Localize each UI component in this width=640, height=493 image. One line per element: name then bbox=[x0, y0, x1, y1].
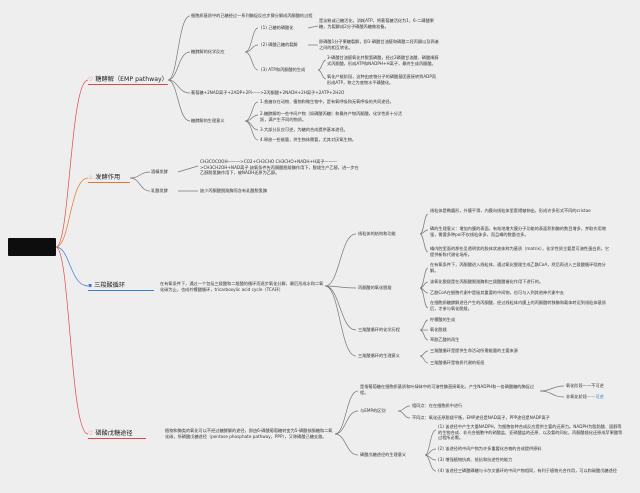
tca-node-1-point-2: 磷的生理意义：增加内膜的表面，有效地增大膜分子功能的表面积和酶的数目增多，并取作… bbox=[430, 226, 606, 237]
topic-glycolysis[interactable]: ♡ 糖酵解（EMP pathway） bbox=[88, 76, 168, 84]
topic-tca-title: 三羧酸循环 bbox=[94, 282, 126, 289]
meaning-1: 1.普遍存在动物、植物和微生物中，是有氧呼吸和无氧呼吸的共同途径。 bbox=[260, 99, 394, 104]
stage-2-text: 即磷酸1分子果糖裂解，即1-磷酸甘油醛和磷酸二羟丙酮以及两者之间的相互转化。 bbox=[319, 39, 439, 50]
stage-2-label: (2) 磷酸己糖的裂解 bbox=[261, 42, 298, 47]
tca-node-2: 丙酮酸的氧化脱羧 bbox=[358, 285, 392, 290]
topic-fermentation-title: 发酵作用 bbox=[95, 174, 121, 181]
ppp-phase-1: 相同点：在在细胞质中进行 bbox=[412, 403, 463, 408]
tca-node-2-point-4: 在细胞质糖酵解途径产生的丙酮酸，经过线粒体内膜上的丙酮酸转移酶和载体转运到线粒体… bbox=[430, 300, 606, 311]
ppp-meaning-label: 磷酸戊糖途径的生理意义 bbox=[360, 452, 407, 457]
topic-fermentation[interactable]: ♨ 发酵作用 bbox=[88, 174, 120, 182]
ppp-phases-label: 与EMP的区别 bbox=[360, 408, 386, 413]
ppp-definition: 植物和酶类的氧化可以不经过糖酵解的途径，即由6-磷酸葡萄糖转变为5-磷酸核酮糖和… bbox=[165, 428, 333, 439]
glycolysis-stages-label: 糖酵解的化学反应 bbox=[191, 49, 225, 54]
glycolysis-equation: 葡萄糖+2NAD离子+2ADP+2Pi——>2丙酮酸+2NADH+2H离子+2A… bbox=[191, 90, 345, 95]
stage-3-label: (3) ATP和丙酮酸的生成 bbox=[261, 67, 306, 72]
topic-underline bbox=[88, 290, 154, 291]
fermentation-lactic-label: 乳酸发酵 bbox=[151, 188, 168, 193]
meaning-2: 2.糖酵解的一些中间产物（如磷酸丙糖）和最终产物丙酮酸，化学性质十分活跃，满产生… bbox=[260, 111, 403, 122]
tca-node-4: 三羧酸循环的生理意义 bbox=[358, 353, 400, 358]
tca-node-1: 线粒体的结构和功能 bbox=[358, 231, 396, 236]
stage-3-text: 3-磷酸甘油醛氧化并脱氢磷酸，经过2磷酸甘油酸、磷酸烯醇式丙酮酸，形成ATP和N… bbox=[327, 55, 439, 66]
ppp-meaning-2: (2) 该途径的中间产物为许多重要化合物的合成提供原料 bbox=[438, 446, 542, 451]
tca-node-2-point-3: 乙酰CoA在细胞代谢中是极其重要的中间物，也可与入到其他神代谢中去 bbox=[430, 290, 564, 295]
tca-node-4-point-2: 三羧酸循环是物质代谢的枢纽 bbox=[430, 360, 485, 365]
ppp-meaning-1: (1) 该途径中产生大量NADPH，为细胞各种合成反应提供主要的还原力。NADP… bbox=[438, 424, 623, 441]
stage-1-label: (1) 己糖的磷酸化 bbox=[261, 25, 294, 30]
heart-icon: ♡ bbox=[88, 76, 94, 83]
topic-underline bbox=[88, 438, 146, 439]
glycolysis-definition: 细胞质基质中的已糖经过一系列酶促反应步骤分解成丙酮酸的过程 bbox=[191, 13, 313, 18]
square-icon: ▪ bbox=[88, 282, 93, 289]
fermentation-alcohol-text: CH3COCOOH———>CO2+CH3CHO CH3CHO+NADH+H离子—… bbox=[200, 159, 359, 176]
ppp-meaning-4: (4) 该途径三磷酸磷糖与卡尔文循环的中间产物相同，有利于植物光合作用，可以和碳… bbox=[438, 468, 617, 473]
root-node[interactable] bbox=[8, 238, 56, 256]
tca-node-3-point-3: 草酰乙酸的再生 bbox=[430, 337, 460, 342]
ppp-branch-nonoxidative: 非氧化阶段——可逆 bbox=[566, 394, 604, 399]
tca-node-2-point-2: 该氧化脱羧是在丙酮酸脱羧酶和三羧酸酸催化作用下进行的。 bbox=[430, 279, 544, 284]
tca-node-3: 三羧酸循环的化学历程 bbox=[358, 327, 400, 332]
stage-3-text2: 氧化产能阶段，这种由底物分子的磷酸基团直接转到ADP而形成ATP，称之为底物水平… bbox=[327, 74, 437, 85]
topic-glycolysis-title: 糖酵解（EMP pathway） bbox=[95, 76, 168, 83]
topic-ppp-title: 磷酸戊糖途径 bbox=[95, 430, 133, 437]
tca-node-4-point-1: 三羧酸循环是提供生命活动所需能量的主要来源 bbox=[430, 348, 518, 353]
tca-node-3-point-2: 氧化脱羧 bbox=[430, 327, 447, 332]
fermentation-alcohol-label: 酒精发酵 bbox=[151, 169, 168, 174]
topic-underline bbox=[88, 84, 168, 85]
topic-tca[interactable]: ▪ 三羧酸循环 bbox=[88, 282, 125, 290]
stage-1-text: 是淀粉或己糖活化，消耗ATP，将葡萄糖活化为1，6-二磷酸果糖，为裂解成2分子磷… bbox=[319, 18, 434, 29]
ppp-branch-oxidative: 氧化阶段——不可逆 bbox=[566, 383, 604, 388]
tca-node-1-point-3: 嵴内腔里面的那些呈透明状的胶体状液体称为基质（matrix），化学性质主要是可溶… bbox=[430, 246, 610, 257]
meaning-4: 4.释放一些能量，供生物体需要，尤其对厌氧生物。 bbox=[260, 137, 357, 142]
fire-icon: ♨ bbox=[88, 174, 94, 181]
meaning-3: 3.大部分反应可逆，为糖的合成提供基本途径。 bbox=[260, 127, 348, 132]
ppp-top-note: 是指葡萄糖在细胞质基质和叶绿体中的可溶性酶直接氧化，产生NADPH和一各磷酸糖的… bbox=[360, 384, 535, 395]
topic-ppp[interactable]: ♡ 磷酸戊糖途径 bbox=[88, 430, 133, 438]
tca-node-3-point-1: 柠檬酸的生成 bbox=[430, 317, 456, 322]
tca-definition: 在有氧条件下，通过一个包括三羧酸和二羧酸的循环而逐步氧化分解，最后形成水和二氧化… bbox=[160, 281, 324, 292]
ppp-meaning-3: (3) 增强植物抗病、抵抗和抗逆性的能力 bbox=[438, 457, 513, 462]
tca-node-2-point-1: 在有氧条件下，丙酮酸进入线粒体，通过氧化脱羧生成乙酰CoA，然后再进入三羧酸循环… bbox=[430, 262, 606, 273]
fermentation-lactic-text: 缺少丙酮酸脱羧酶而含有乳酸脱氢酶 bbox=[200, 188, 268, 193]
glycolysis-meaning-label: 糖酵解的生理意义 bbox=[191, 118, 225, 123]
tca-node-1-point-1: 线粒体是椭圆形，外膜平滑，内膜向线粒体里套褶皱伸出，形成许多形式不同的crist… bbox=[430, 208, 591, 213]
heart-icon: ♡ bbox=[88, 430, 94, 437]
topic-underline bbox=[88, 182, 130, 183]
ppp-phase-2: 不同点：氧化还原脱羧平衡，EMP途径是NAD离子，PPP途径是NADP离子 bbox=[412, 415, 550, 420]
